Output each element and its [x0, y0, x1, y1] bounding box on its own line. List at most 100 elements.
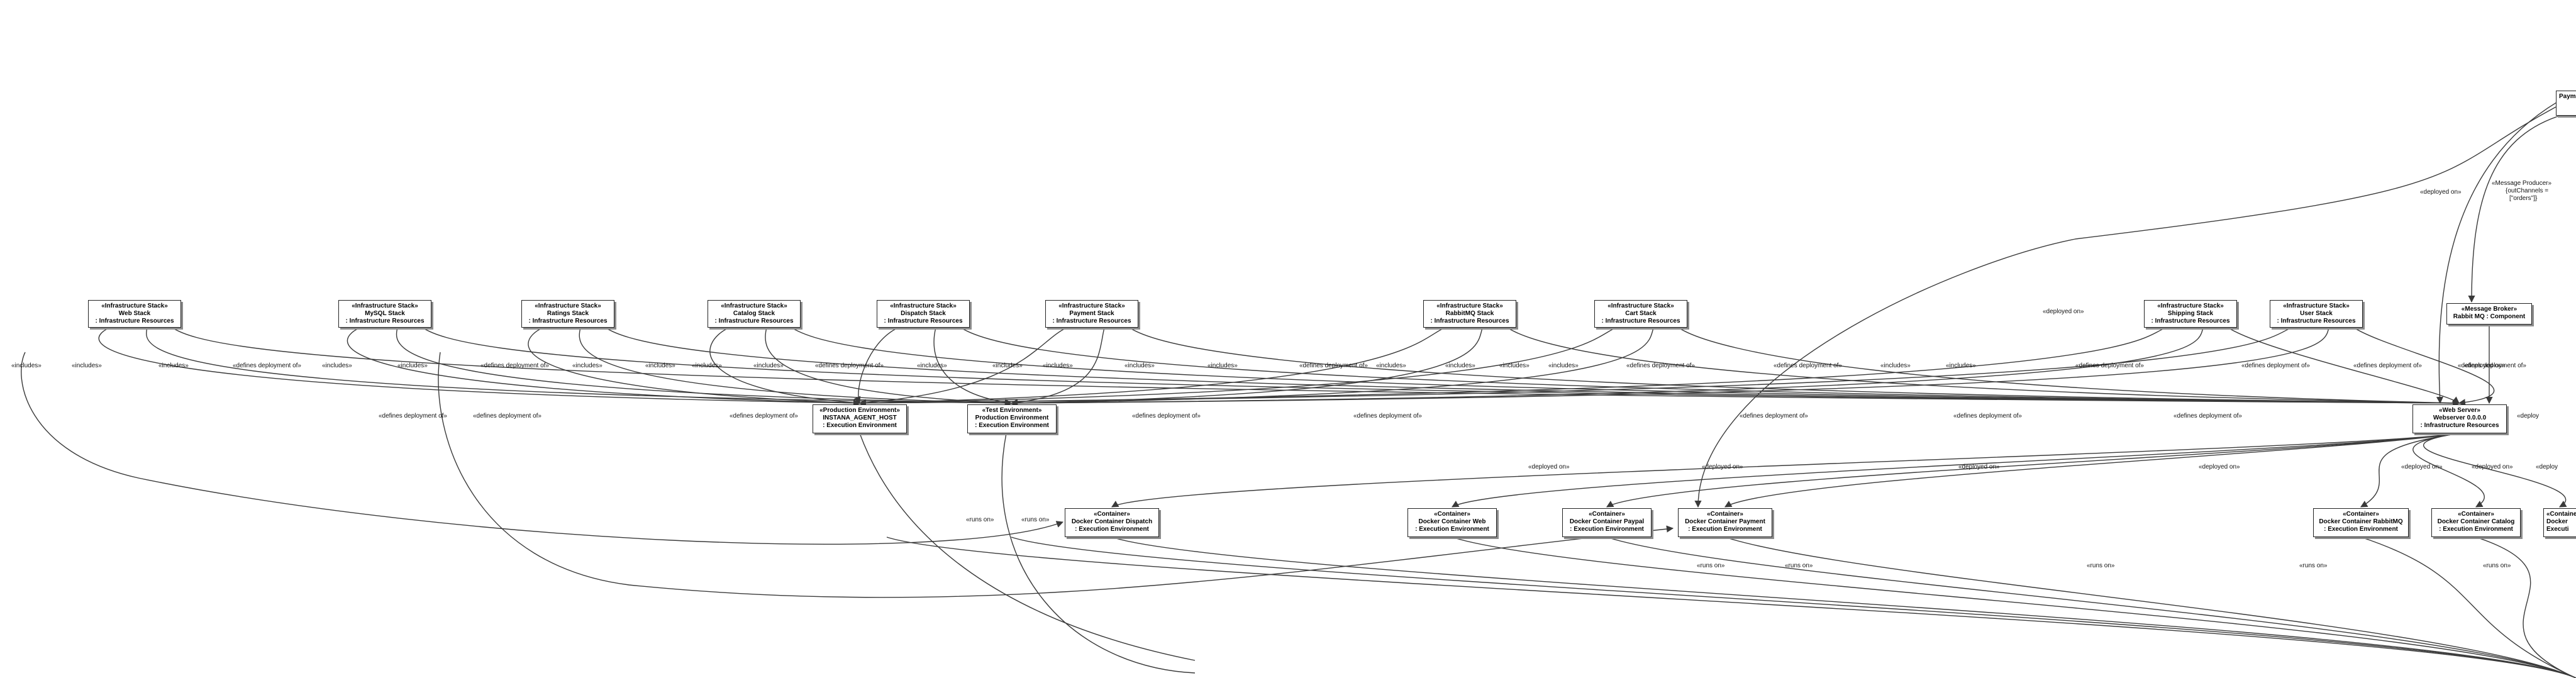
deployed-on-edge [2436, 100, 2560, 404]
node-container-web[interactable]: «Container» Docker Container Web : Execu… [1407, 508, 1497, 537]
node-web-stack[interactable]: «Infrastructure Stack» Web Stack : Infra… [88, 300, 181, 328]
node-stereotype: «Web Server» [2439, 407, 2480, 414]
node-rabbitmq-stack[interactable]: «Infrastructure Stack» RabbitMQ Stack : … [1423, 300, 1516, 328]
node-container-cut-off[interactable]: «Container» Docker Executi [2543, 508, 2576, 537]
node-payment-component[interactable]: Paym [2556, 91, 2576, 116]
node-stereotype: «Container» [1707, 511, 1743, 518]
defines-deployment-edge [605, 327, 2460, 407]
edge-label: «deployed on» [2472, 464, 2513, 470]
edge-label: «runs on» [1021, 516, 1050, 523]
edge-label: «deployed on» [2401, 464, 2443, 470]
message-producer-label: ["orders"]} [2509, 195, 2538, 202]
node-name: Docker Container Paypal [1569, 518, 1645, 525]
edge-label: «includes» [1376, 362, 1406, 369]
edge-label: «runs on» [1785, 562, 1813, 569]
node-user-stack[interactable]: «Infrastructure Stack» User Stack : Infr… [2270, 300, 2363, 328]
node-type: : Execution Environment [1075, 526, 1149, 533]
edge-label: «includes» [1445, 362, 1475, 369]
node-type: : Infrastructure Resources [2420, 422, 2499, 429]
runs-on-edge [2475, 536, 2576, 678]
node-ratings-stack[interactable]: «Infrastructure Stack» Ratings Stack : I… [521, 300, 614, 328]
node-container-payment[interactable]: «Container» Docker Container Payment : E… [1678, 508, 1772, 537]
includes-edge-prod [853, 327, 899, 404]
node-name: INSTANA_AGENT_HOST [823, 414, 897, 421]
edge-label: «runs on» [2087, 562, 2115, 569]
node-name: Cart Stack [1625, 310, 1657, 317]
includes-edge-prod [858, 327, 1616, 407]
node-container-dispatch[interactable]: «Container» Docker Container Dispatch : … [1065, 508, 1159, 537]
node-stereotype: «Infrastructure Stack» [1058, 303, 1125, 309]
runs-on-edge [1011, 536, 2576, 678]
node-name: User Stack [2300, 310, 2333, 317]
node-name: RabbitMQ Stack [1445, 310, 1494, 317]
edge-label: «defines deployment of» [1774, 362, 1842, 369]
node-stereotype: «Infrastructure Stack» [352, 303, 418, 309]
edge-label: «includes» [1880, 362, 1911, 369]
node-cart-stack[interactable]: «Infrastructure Stack» Cart Stack : Infr… [1594, 300, 1687, 328]
node-container-paypal[interactable]: «Container» Docker Container Paypal : Ex… [1562, 508, 1652, 537]
includes-edge-test [765, 327, 1013, 407]
defines-deployment-edge [438, 352, 1674, 598]
node-name: Web Stack [118, 310, 151, 317]
node-type: : Infrastructure Resources [1430, 318, 1509, 325]
node-type: : Infrastructure Resources [2151, 318, 2230, 325]
deployed-on-edge [1694, 106, 2557, 508]
node-name: Webserver 0.0.0.0 [2433, 414, 2487, 421]
node-type: : Infrastructure Resources [345, 318, 425, 325]
includes-edge-test [933, 327, 1013, 406]
defines-deployment-edge [1129, 327, 2460, 407]
edge-label: «defines deployment of» [2075, 362, 2144, 369]
runs-on-edge [2360, 536, 2576, 678]
node-container-catalog[interactable]: «Container» Docker Container Catalog : E… [2431, 508, 2521, 537]
node-mysql-stack[interactable]: «Infrastructure Stack» MySQL Stack : Inf… [338, 300, 431, 328]
node-dispatch-stack[interactable]: «Infrastructure Stack» Dispatch Stack : … [877, 300, 970, 328]
edge-labels-layer: «includes» «includes» «includes» «defines d… [11, 180, 2558, 569]
edge-label: «runs on» [1697, 562, 1725, 569]
node-type: : Infrastructure Resources [884, 318, 963, 325]
node-message-broker[interactable]: «Message Broker» Rabbit MQ : Component [2446, 303, 2532, 325]
edge-label: «deployed on» [2043, 308, 2084, 315]
defines-deployment-edge [960, 327, 2460, 407]
node-type: : Infrastructure Resources [1601, 318, 1680, 325]
deployed-on-edge [1724, 433, 2460, 508]
node-name: Docker Container Catalog [2437, 518, 2515, 525]
runs-on-edge [859, 433, 1196, 661]
node-stereotype: «Infrastructure Stack» [2157, 303, 2224, 309]
edge-label: «defines deployment of» [2241, 362, 2310, 369]
node-stereotype: «Container» [2546, 511, 2576, 518]
node-name: Dispatch Stack [901, 310, 946, 317]
node-name: Docker Container Web [1418, 518, 1486, 525]
node-web-server[interactable]: «Web Server» Webserver 0.0.0.0 : Infrast… [2412, 404, 2507, 433]
defines-deployment-edge [2353, 327, 2495, 406]
node-name: Rabbit MQ : Component [2453, 313, 2526, 320]
edge-label: «defines deployment of» [2174, 413, 2242, 420]
edge-label: «defines deployment of» [480, 362, 549, 369]
edge-label: «deployed on» [1702, 464, 1743, 470]
edge-label: «includes» [1043, 362, 1073, 369]
edges-layer [21, 100, 2576, 678]
node-payment-stack[interactable]: «Infrastructure Stack» Payment Stack : I… [1045, 300, 1138, 328]
edge-label: «defines deployment of» [1299, 362, 1368, 369]
deployed-on-edge [1452, 433, 2460, 508]
deployed-on-edge [2412, 433, 2485, 508]
node-type: : Execution Environment [2439, 526, 2513, 533]
node-shipping-stack[interactable]: «Infrastructure Stack» Shipping Stack : … [2144, 300, 2237, 328]
node-stereotype: «Infrastructure Stack» [1607, 303, 1674, 309]
node-test-environment[interactable]: «Test Environment» Production Environmen… [967, 404, 1057, 433]
node-type: : Infrastructure Resources [528, 318, 608, 325]
edge-label: «includes» [992, 362, 1023, 369]
edge-label: «deploy [2536, 464, 2558, 470]
node-container-rabbitmq[interactable]: «Container» Docker Container RabbitMQ : … [2313, 508, 2409, 537]
node-production-environment[interactable]: «Production Environment» INSTANA_AGENT_H… [813, 404, 907, 433]
edge-label: «defines deployment of» [2458, 362, 2526, 369]
node-name: Catalog Stack [733, 310, 775, 317]
node-catalog-stack[interactable]: «Infrastructure Stack» Catalog Stack : I… [708, 300, 801, 328]
message-producer-edge [2468, 115, 2560, 303]
edge-label: «defines deployment of» [1626, 362, 1695, 369]
includes-edge-prod [858, 327, 1445, 407]
edge-label: «defines deployment of» [233, 362, 301, 369]
node-type: : Execution Environment [1688, 526, 1762, 533]
edge-label: «includes» [1946, 362, 1976, 369]
node-name: MySQL Stack [365, 310, 405, 317]
edge-label: «defines deployment of» [2353, 362, 2422, 369]
